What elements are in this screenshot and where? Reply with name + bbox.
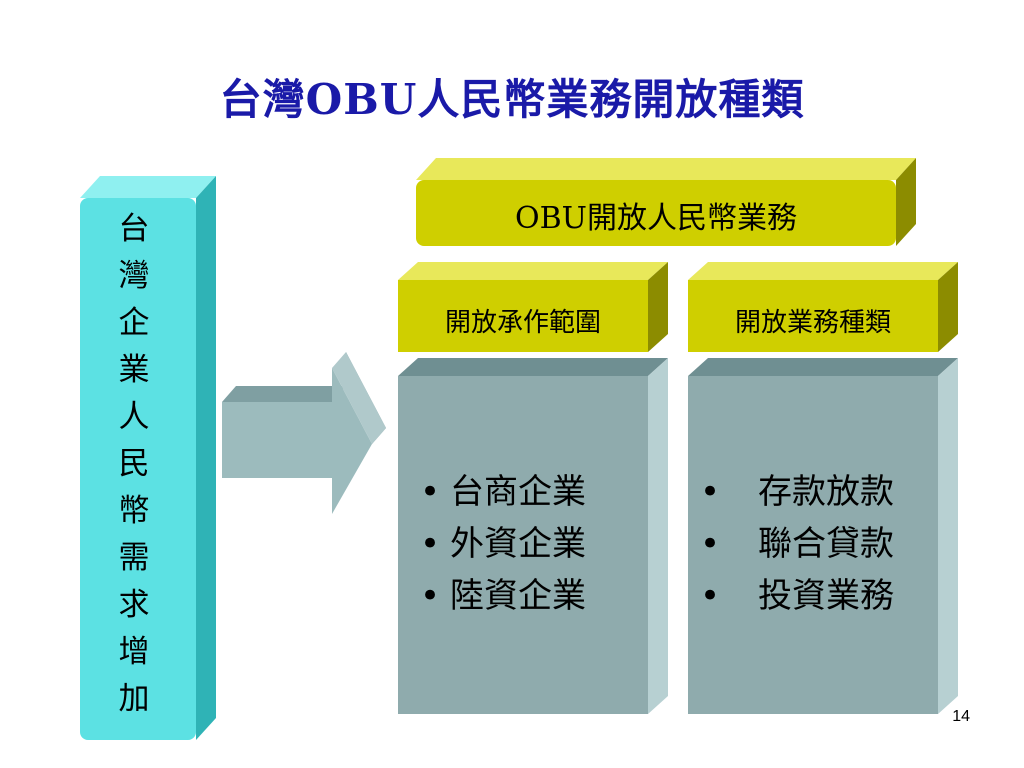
top-box-obu xyxy=(416,158,916,246)
bullet-icon: • xyxy=(700,524,721,564)
bullet-icon: • xyxy=(700,576,721,616)
list-item-text: 聯合貸款 xyxy=(758,524,894,564)
types-content-box xyxy=(688,358,958,714)
left-box-char: 業 xyxy=(118,352,150,388)
left-box-char: 灣 xyxy=(118,258,150,294)
arrow-front-face xyxy=(222,368,372,514)
left-box-char: 增 xyxy=(118,634,150,670)
list-item: •台商企業 xyxy=(420,466,586,518)
bullet-icon: • xyxy=(420,472,441,512)
page-title: 台灣OBU人民幣業務開放種類 xyxy=(219,75,805,124)
left-box-char: 需 xyxy=(118,540,150,576)
page-number: 14 xyxy=(952,708,970,725)
left-box-demand xyxy=(80,176,216,740)
types-list: • 存款放款 • 聯合貸款 • 投資業務 xyxy=(700,466,894,622)
left-box-char: 幣 xyxy=(118,493,150,529)
list-item-text: 存款放款 xyxy=(758,472,894,512)
left-box-char: 求 xyxy=(118,587,150,623)
left-box-text: 台灣企業人民幣需求增加 xyxy=(96,206,172,736)
types-header-label: 開放業務種類 xyxy=(734,307,891,338)
top-box-top xyxy=(416,158,916,180)
left-box-char: 企 xyxy=(118,305,150,341)
left-box-char: 台 xyxy=(118,211,150,247)
left-box-char: 加 xyxy=(118,681,150,717)
scope-header-label: 開放承作範圍 xyxy=(444,307,601,338)
bullet-icon: • xyxy=(420,524,441,564)
left-box-char: 人 xyxy=(118,399,150,435)
bullet-icon: • xyxy=(420,576,441,616)
scope-content-box xyxy=(398,358,668,714)
right-arrow xyxy=(222,352,386,514)
list-item: • 存款放款 xyxy=(700,466,894,518)
left-box-front xyxy=(80,198,196,740)
left-box-top xyxy=(80,176,216,198)
top-box-side xyxy=(896,158,916,246)
list-item-text: 外資企業 xyxy=(450,524,586,564)
list-item: •外資企業 xyxy=(420,518,586,570)
bullet-icon: • xyxy=(700,472,721,512)
scope-header-box xyxy=(398,262,668,352)
top-box-label: OBU開放人民幣業務 xyxy=(515,201,797,236)
scope-list: •台商企業•外資企業•陸資企業 xyxy=(420,466,586,622)
arrow-head-top xyxy=(332,352,386,444)
list-item-text: 陸資企業 xyxy=(450,576,586,616)
list-item: • 投資業務 xyxy=(700,570,894,622)
left-box-side xyxy=(196,176,216,740)
types-header-box xyxy=(688,262,958,352)
arrow-top-face xyxy=(222,386,346,402)
list-item-text: 投資業務 xyxy=(758,576,894,616)
list-item-text: 台商企業 xyxy=(450,472,586,512)
top-box-front xyxy=(416,180,896,246)
list-item: • 聯合貸款 xyxy=(700,518,894,570)
left-box-char: 民 xyxy=(118,446,150,482)
list-item: •陸資企業 xyxy=(420,570,586,622)
